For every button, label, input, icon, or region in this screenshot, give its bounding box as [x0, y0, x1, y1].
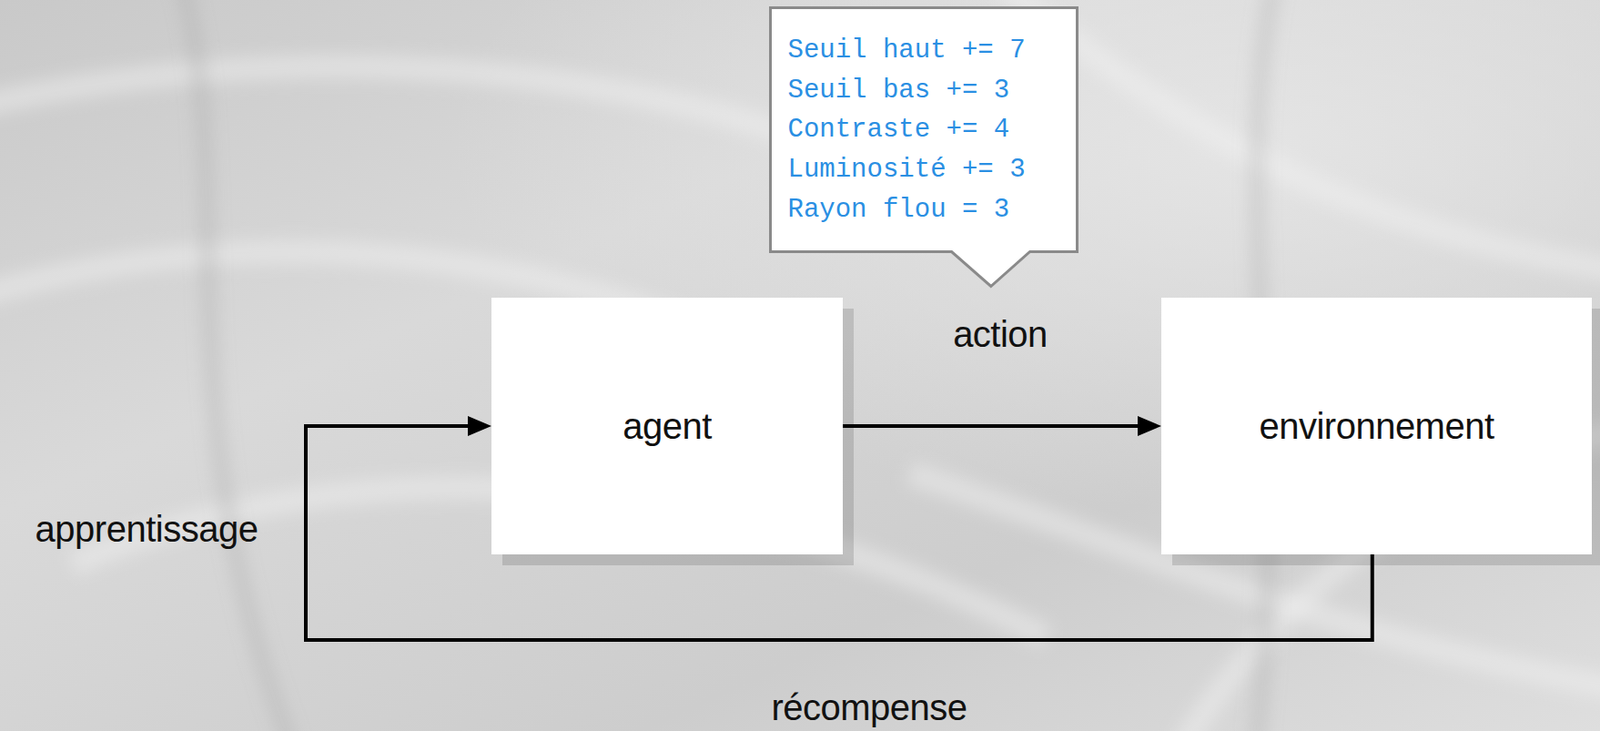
arrowhead — [1137, 415, 1162, 436]
shadow-line — [182, 0, 292, 731]
parameter-line: Seuil haut += 7 — [788, 30, 1079, 71]
parameter-line: Rayon flou = 3 — [788, 190, 1079, 231]
node-title: environnement — [1258, 405, 1494, 447]
node-title: agent — [622, 405, 712, 447]
text-group: agent — [622, 405, 712, 447]
edge-label: récompense — [770, 687, 967, 729]
parameter-line: Contraste += 4 — [788, 110, 1079, 151]
edge-label: action — [952, 313, 1048, 355]
text-group: environnement — [1258, 405, 1494, 447]
action-callout: Seuil haut += 7Seuil bas += 3Contraste +… — [769, 6, 1079, 254]
connector — [842, 415, 1162, 436]
rib — [1001, 0, 1600, 274]
parameter-line: Seuil bas += 3 — [788, 70, 1079, 112]
environment-box: environnement — [1161, 297, 1592, 555]
dark-shapes — [182, 0, 1275, 731]
connector-line — [842, 424, 1140, 428]
agent-box: agent — [491, 297, 843, 555]
parameter-line: Luminosité += 3 — [788, 150, 1079, 191]
arrowhead — [467, 415, 492, 436]
loop-label: apprentissage — [35, 508, 259, 550]
